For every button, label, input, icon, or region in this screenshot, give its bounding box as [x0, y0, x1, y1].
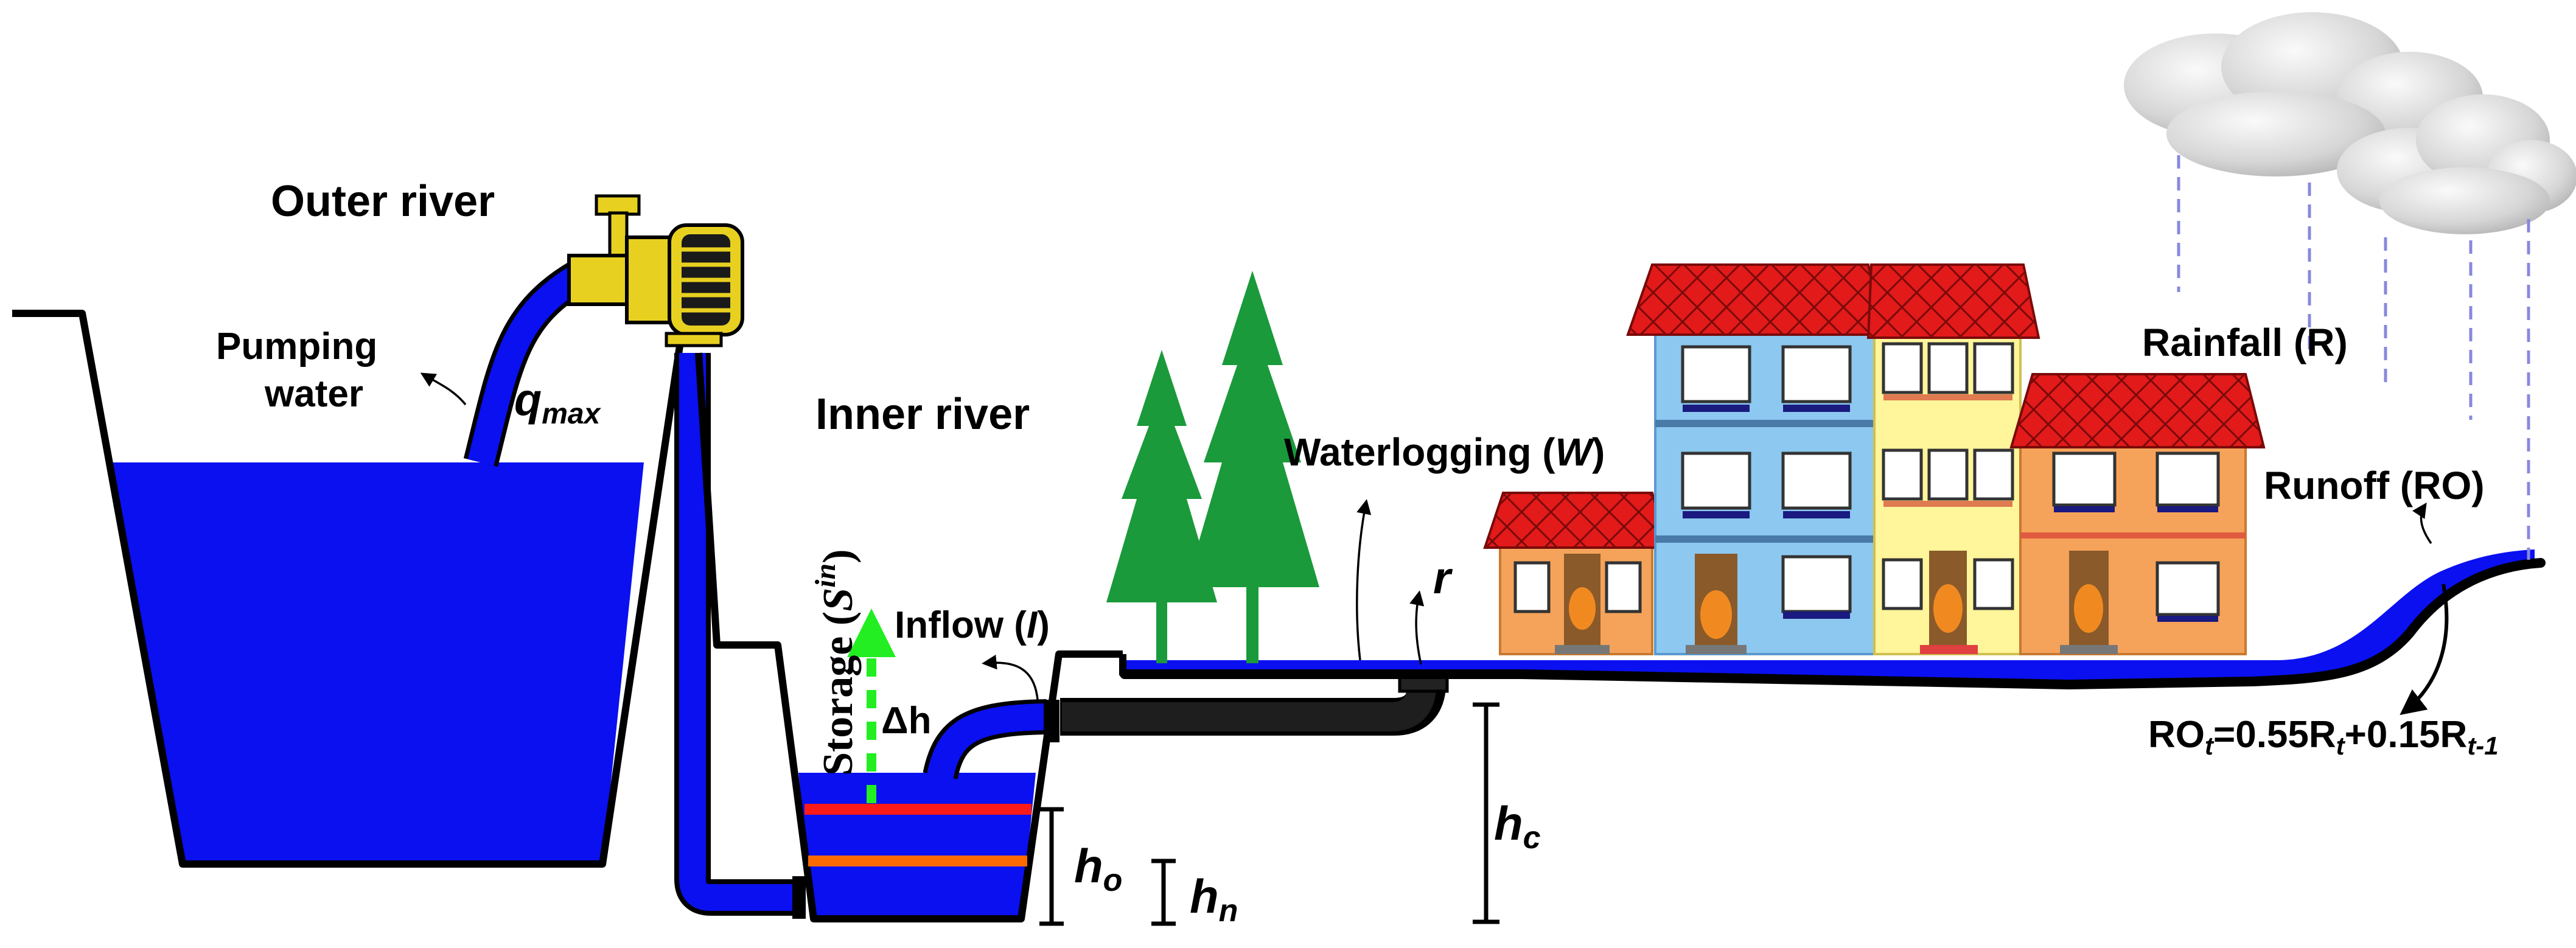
dimension-hn — [1151, 859, 1176, 926]
runoff-formula: ROt=0.55Rt+0.15Rt-1 — [2148, 714, 2499, 760]
h-c-label: hc — [1494, 796, 1541, 856]
outer-river-bank — [12, 310, 688, 868]
waterlogging-label: Waterlogging (W) — [1284, 430, 1605, 474]
inner-river-bank — [695, 352, 1123, 922]
pump-system — [463, 194, 806, 919]
h-o-label: ho — [1074, 839, 1122, 898]
rainfall-label: Rainfall (R) — [2142, 321, 2348, 364]
inner-river-label: Inner river — [815, 390, 1030, 439]
outer-river-water — [110, 462, 644, 864]
inflow-label: Inflow (I) — [895, 604, 1050, 646]
h-n-label: hn — [1190, 870, 1238, 929]
house-icon — [1866, 263, 2040, 655]
house-icon — [1483, 492, 1669, 655]
outer-river — [12, 310, 688, 868]
house-icon — [2009, 373, 2266, 655]
ground-surface — [1119, 549, 2546, 690]
ground-line — [1120, 558, 2546, 690]
arrow-icon — [420, 372, 2449, 716]
outer-river-label: Outer river — [271, 177, 495, 226]
r-label: r — [1433, 552, 1453, 603]
q-max-label: qmax — [514, 374, 602, 430]
runoff-label: Runoff (RO) — [2264, 464, 2485, 507]
inner-river-water — [798, 773, 1036, 919]
storage-label: Storage (Sin) — [809, 549, 862, 776]
dimension-hc — [1473, 702, 1499, 924]
house-icon — [1626, 263, 1885, 655]
pump-icon — [567, 194, 744, 347]
delta-h-label: Δh — [881, 700, 931, 742]
cloud-icon — [2337, 94, 2576, 234]
inner-river — [695, 352, 1123, 922]
tree-icon — [1185, 271, 1319, 663]
rain-icon — [2177, 155, 2530, 560]
pumping-water-label-line2: water — [264, 373, 363, 415]
discharge-pipe — [674, 353, 797, 916]
dimension-ho — [1039, 807, 1064, 926]
pumping-water-label-line1: Pumping — [216, 326, 377, 368]
tree-icon — [1106, 350, 1217, 663]
